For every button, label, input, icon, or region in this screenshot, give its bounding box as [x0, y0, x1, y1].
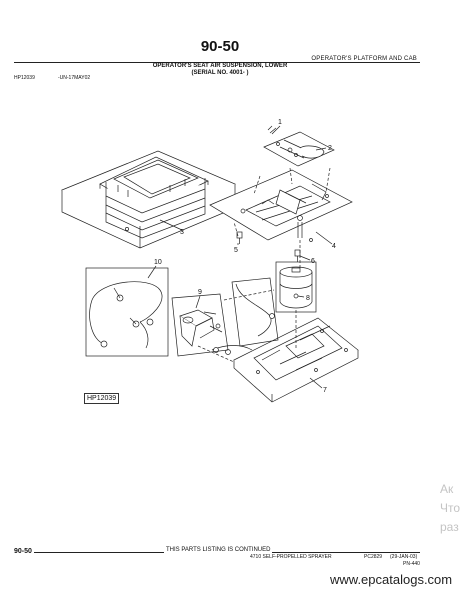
footer-page-number: 90-50 [14, 548, 34, 555]
callout-numbers: 1 2 3 4 5 6 7 8 9 10 [154, 119, 336, 394]
group-box-right-hose [231, 277, 279, 347]
figure-date: -UN-17MAY02 [58, 75, 91, 81]
ghost-line-2: Что [440, 501, 461, 515]
footer-page-code: PN-440 [403, 561, 420, 567]
figure-id: HP12039 [14, 75, 35, 81]
footer-catalog-number: PC2829 [364, 554, 383, 560]
footer-continued-note: THIS PARTS LISTING IS CONTINUED [164, 547, 273, 553]
group-box-hose [85, 267, 169, 357]
figure-heading-line-2: (SERIAL NO. 4001- ) [191, 70, 249, 76]
callout-6: 6 [311, 258, 315, 265]
callout-5: 5 [234, 247, 238, 254]
assembly-lines [197, 167, 331, 363]
part-7-base [233, 317, 359, 403]
leader-lines [147, 125, 333, 389]
callout-8: 8 [306, 295, 310, 302]
part-hose-right [211, 283, 275, 355]
section-title: OPERATOR'S PLATFORM AND CAB [311, 56, 417, 62]
footer-machine-name: 4710 SELF-PROPELLED SPRAYER [250, 554, 332, 560]
ghost-line-3: раз [440, 520, 459, 534]
part-9-valve [179, 309, 223, 347]
callout-4: 4 [332, 243, 336, 250]
part-5-bolt [236, 231, 243, 244]
figure-heading-line-1: OPERATOR'S SEAT AIR SUSPENSION, LOWER [152, 63, 288, 69]
ghost-line-1: Ак [440, 482, 454, 496]
part-10-hose [89, 281, 163, 349]
callout-1: 1 [278, 119, 282, 126]
page-number-title: 90-50 [200, 38, 240, 55]
part-3-frame [61, 150, 236, 249]
part-4-suspension [209, 169, 353, 242]
header-rule [14, 62, 420, 63]
callout-9: 9 [198, 289, 202, 296]
part-6-bolt [294, 249, 301, 262]
callout-7: 7 [323, 387, 327, 394]
callout-3: 3 [180, 229, 184, 236]
figure-heading: OPERATOR'S SEAT AIR SUSPENSION, LOWER (S… [0, 63, 440, 77]
watermark-url[interactable]: www.epcatalogs.com [330, 572, 453, 587]
part-8-air-spring [279, 266, 313, 309]
callout-10: 10 [154, 259, 162, 266]
figure-callout-box: HP12039 [84, 393, 120, 404]
group-box-valve [171, 293, 229, 357]
callout-2: 2 [328, 145, 332, 152]
overlay-ghost-text: Ак Что раз [440, 480, 460, 537]
footer-date: (29-JAN-03) [390, 554, 418, 560]
part-2-bracket [263, 125, 335, 167]
